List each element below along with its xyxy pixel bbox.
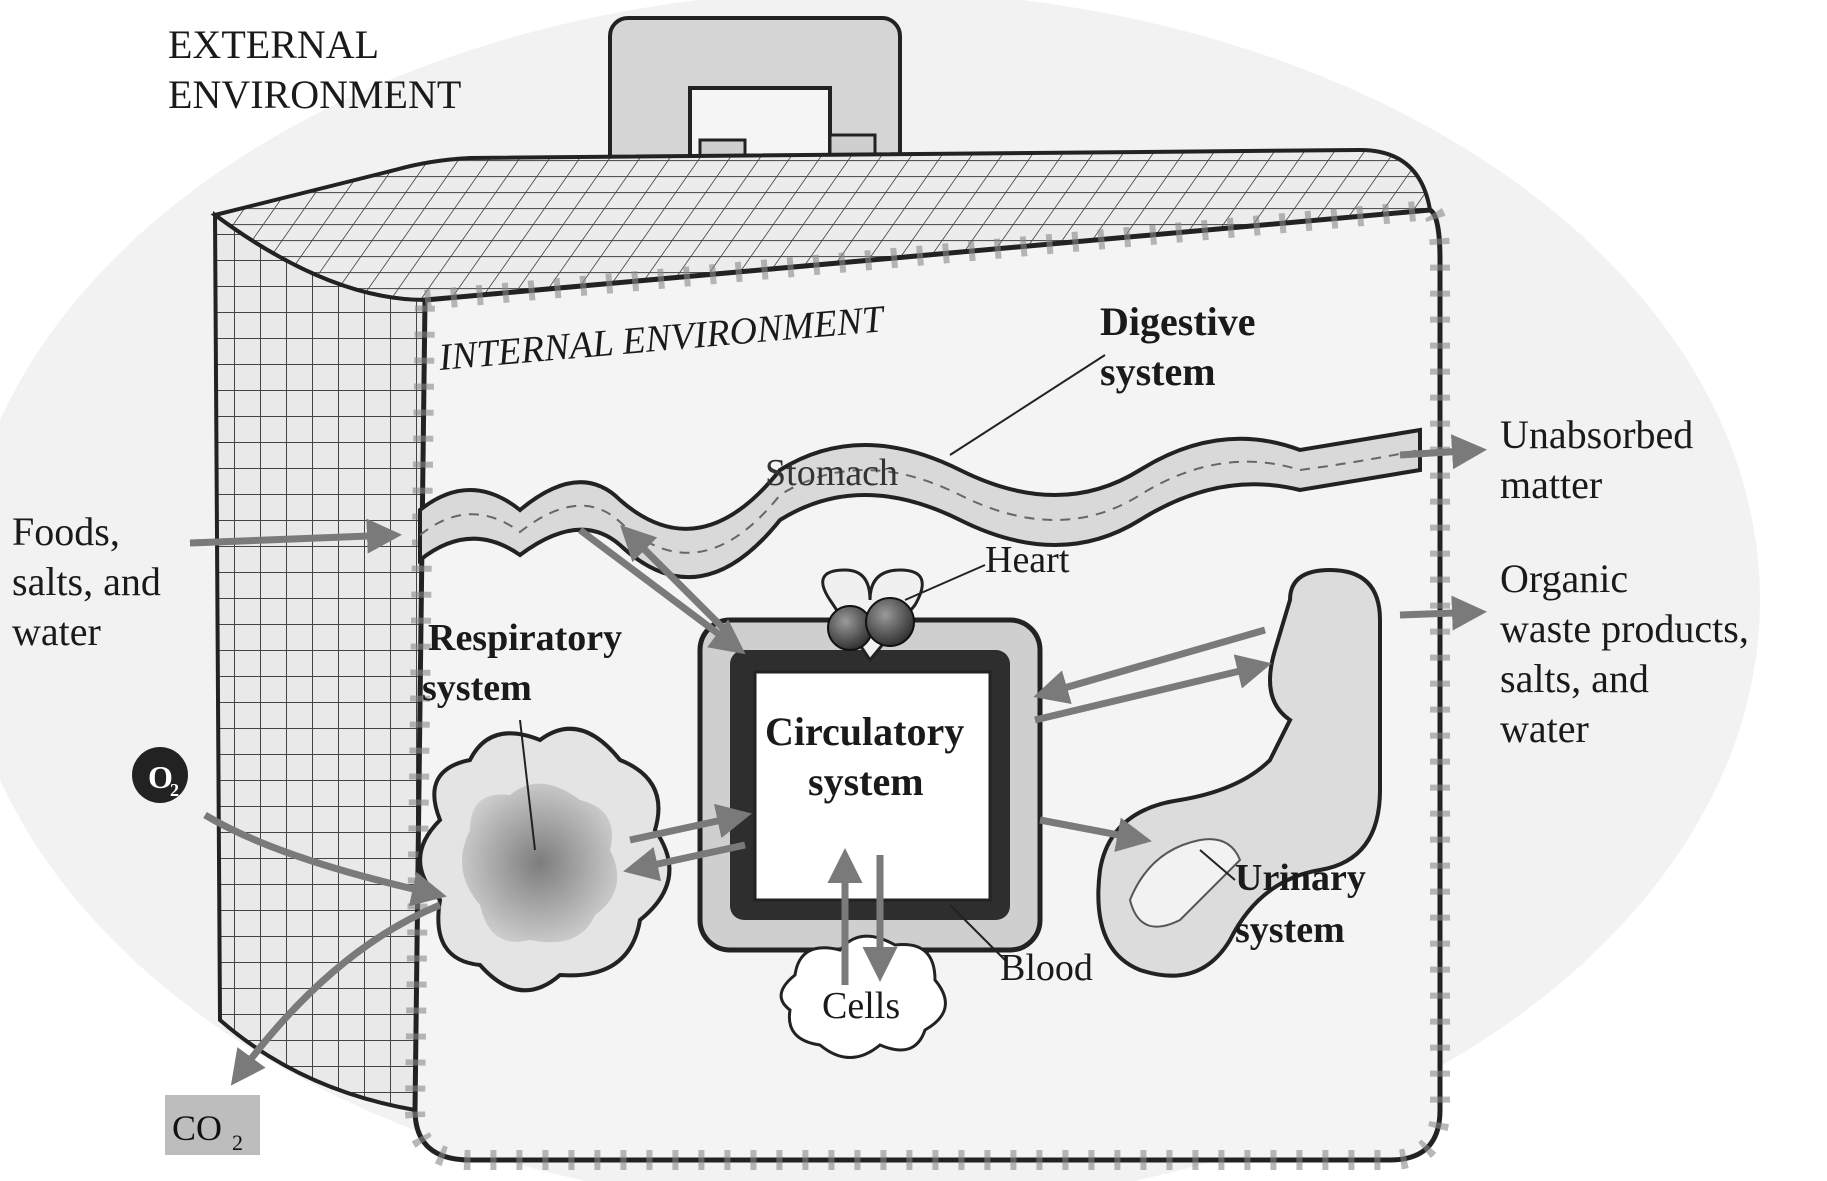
organic-label-line2: waste products,: [1500, 606, 1749, 651]
circulatory-label-line1: Circulatory: [765, 709, 964, 754]
respiratory-label-line1: Respiratory: [428, 617, 622, 659]
stomach-label: Stomach: [765, 452, 898, 494]
respiratory-label-line2: system: [422, 667, 532, 709]
svg-text:CO: CO: [172, 1108, 222, 1148]
foods-label-line2: salts, and: [12, 559, 161, 604]
urinary-label-line1: Urinary: [1235, 857, 1366, 899]
organic-label-line3: salts, and: [1500, 656, 1649, 701]
svg-text:2: 2: [232, 1130, 243, 1155]
co2-badge: CO 2: [165, 1095, 260, 1155]
digestive-label-line2: system: [1100, 349, 1216, 394]
arrow-waste-out: [1400, 612, 1480, 615]
organic-label-line1: Organic: [1500, 556, 1628, 601]
circulatory-label-line2: system: [808, 759, 924, 804]
foods-label-line3: water: [12, 609, 101, 654]
organic-label-line4: water: [1500, 706, 1589, 751]
digestive-label-line1: Digestive: [1100, 299, 1256, 344]
foods-label-line1: Foods,: [12, 509, 120, 554]
external-label-line1: EXTERNAL: [168, 22, 379, 67]
unabsorbed-label-line2: matter: [1500, 462, 1602, 507]
suitcase-side: [215, 215, 425, 1110]
unabsorbed-label-line1: Unabsorbed: [1500, 412, 1693, 457]
urinary-label-line2: system: [1235, 909, 1345, 951]
svg-text:2: 2: [170, 780, 179, 800]
cells-label: Cells: [822, 985, 900, 1027]
external-label-line2: ENVIRONMENT: [168, 72, 461, 117]
heart-label: Heart: [985, 539, 1070, 581]
arrow-unabsorbed-out: [1400, 450, 1480, 455]
blood-label: Blood: [1000, 947, 1093, 989]
o2-badge: O 2: [132, 747, 188, 803]
